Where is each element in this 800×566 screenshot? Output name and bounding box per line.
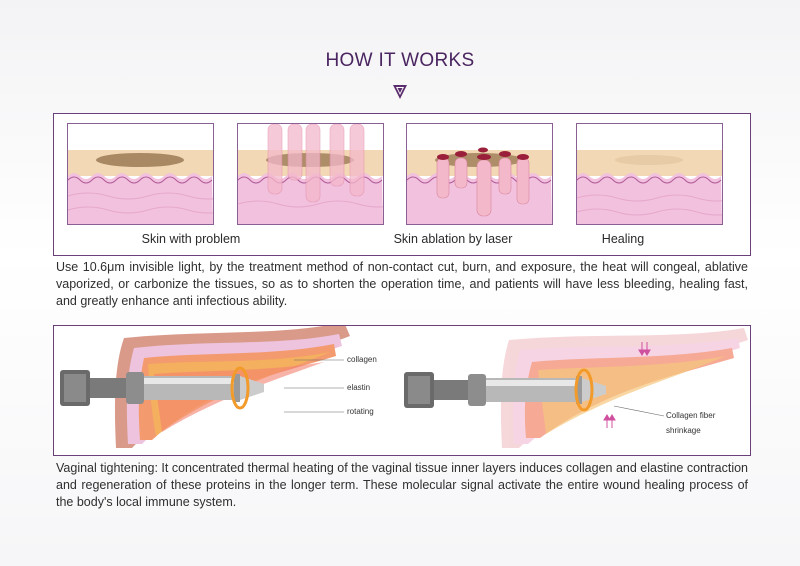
- caption-skin-with-problem: Skin with problem: [141, 232, 241, 246]
- panel-healing: [576, 123, 723, 225]
- label-shrinkage: shrinkage: [666, 426, 701, 435]
- shrink-arrow-icon: [603, 342, 651, 428]
- label-collagen-fiber: Collagen fiber: [666, 411, 716, 420]
- page-title: HOW IT WORKS: [325, 50, 475, 71]
- panel-skin-with-problem: [67, 123, 214, 225]
- label-collagen: collagen: [347, 355, 377, 364]
- label-rotating: rotating: [347, 407, 374, 416]
- laser-description: Use 10.6μm invisible light, by the treat…: [56, 260, 748, 308]
- laser-steps-frame: Skin with problem Skin ablation by laser…: [53, 113, 751, 256]
- label-elastin: elastin: [347, 383, 371, 392]
- panel-laser-columns: [406, 123, 553, 225]
- right-probe: [404, 368, 606, 412]
- down-arrow-icon: [393, 85, 407, 99]
- panel-skin-ablation: [237, 123, 384, 225]
- right-canal: [500, 328, 748, 448]
- tightening-illustration: [60, 326, 748, 448]
- laser-ablation-illustration: [238, 124, 383, 224]
- skin-problem-illustration: [68, 124, 213, 224]
- left-probe: [60, 366, 264, 410]
- caption-skin-ablation: Skin ablation by laser: [393, 232, 513, 246]
- tightening-description: Vaginal tightening: It concentrated ther…: [56, 461, 748, 509]
- laser-columns-illustration: [407, 124, 552, 224]
- caption-healing: Healing: [601, 232, 645, 246]
- tightening-frame: collagen elastin rotating Collagen fiber…: [53, 325, 751, 456]
- healing-illustration: [577, 124, 722, 224]
